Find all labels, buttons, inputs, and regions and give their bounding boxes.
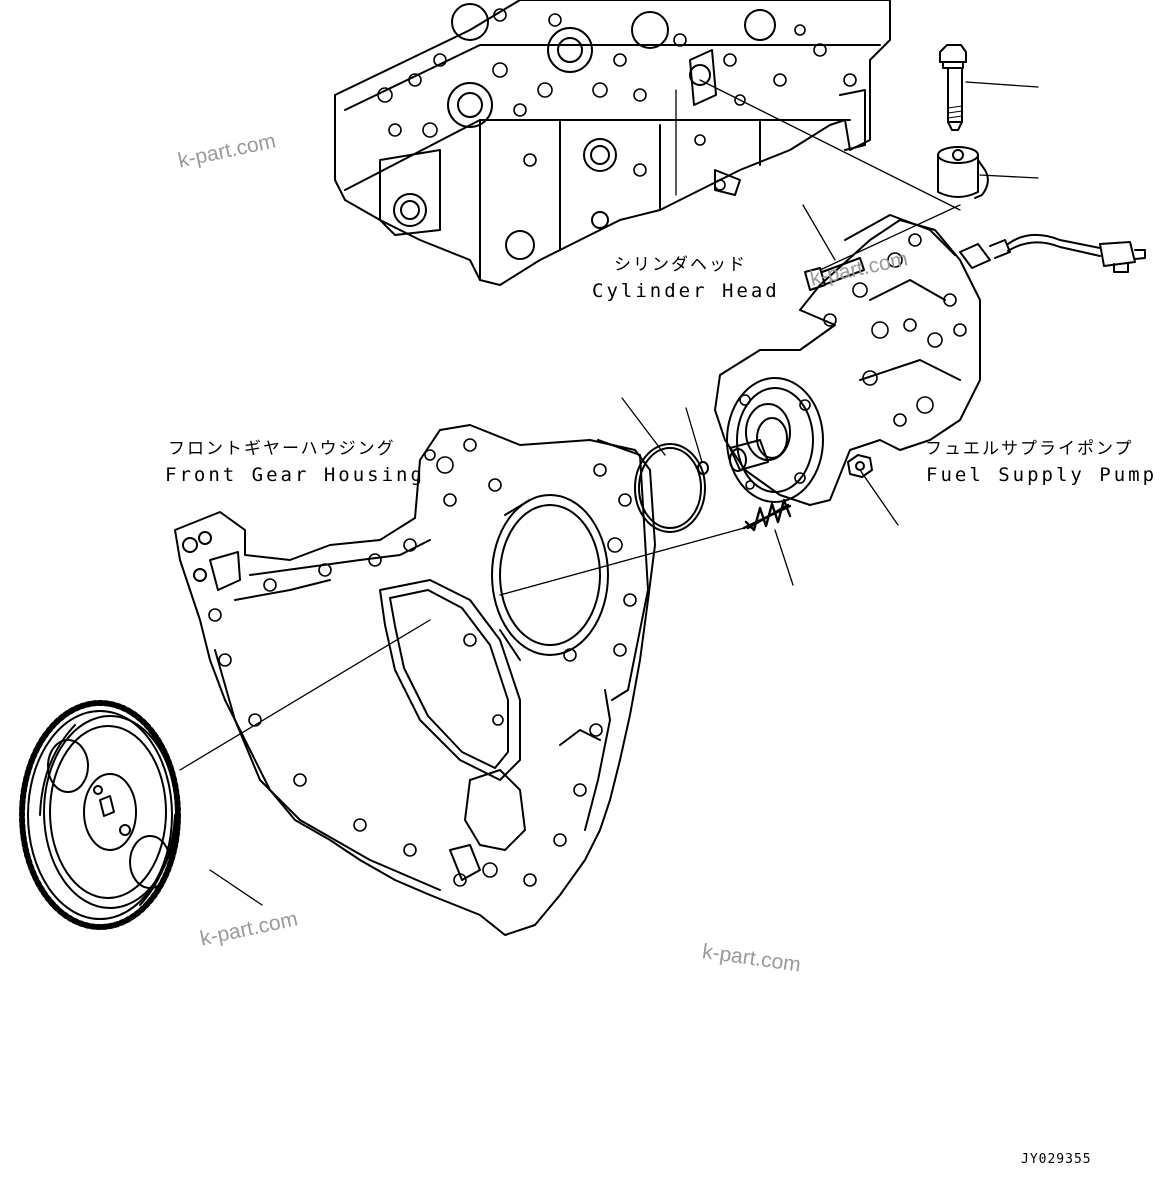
bolt — [939, 44, 967, 131]
cylinder-head-label-jp: シリンダヘッド — [614, 255, 747, 275]
cylinder-head — [334, 0, 891, 286]
leader-lines — [179, 79, 1039, 906]
pump-nut — [847, 454, 873, 478]
fuel-supply-pump-label-jp: フュエルサプライポンプ — [925, 439, 1134, 459]
o-ring-large — [634, 443, 706, 533]
front-gear-housing-label: Front Gear Housing — [165, 464, 425, 486]
front-gear-housing-label-jp: フロントギヤーハウジング — [168, 439, 396, 459]
collar-bracket — [937, 146, 989, 199]
o-ring-small — [697, 461, 709, 475]
fuel-supply-pump — [714, 214, 1146, 506]
drawing-code: JY029355 — [1021, 1152, 1092, 1167]
cylinder-head-label: Cylinder Head — [592, 280, 780, 302]
front-gear-housing — [174, 424, 656, 936]
spring — [742, 498, 792, 532]
fuel-supply-pump-label: Fuel Supply Pump — [926, 464, 1158, 486]
pump-drive-gear — [19, 700, 181, 930]
